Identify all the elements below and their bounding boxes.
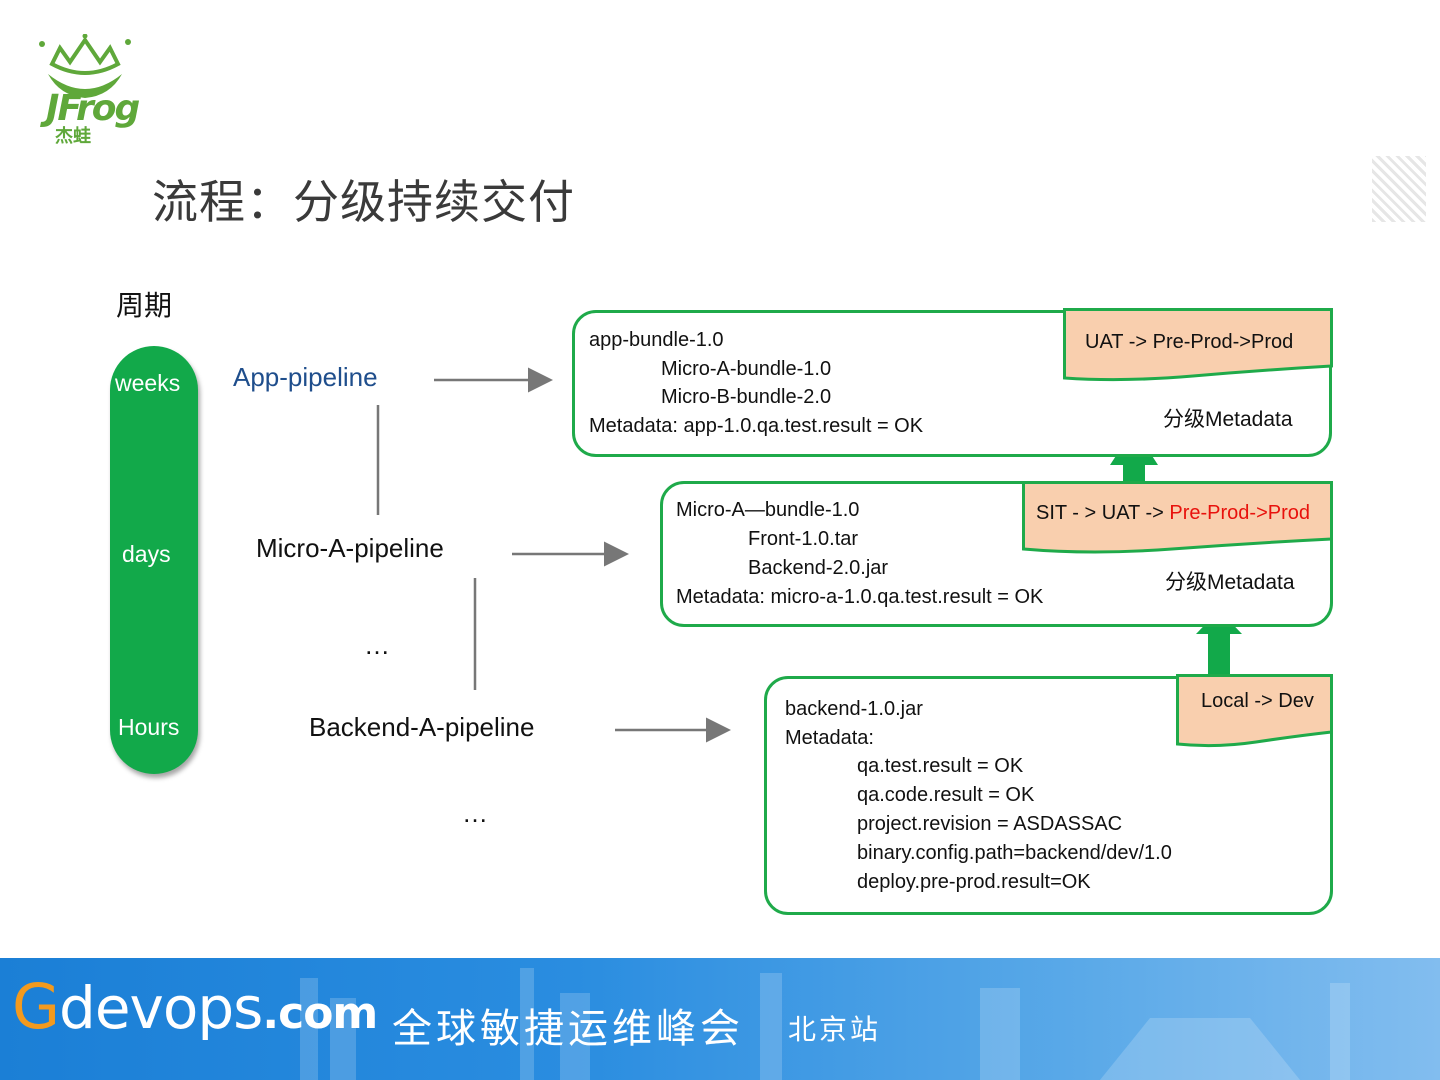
backend-stage-tag: Local -> Dev (1201, 690, 1314, 712)
footer-tagline: 全球敏捷运维峰会 (392, 1006, 744, 1052)
logo-subtitle: 杰蛙 (55, 126, 91, 147)
micro-pipeline-label: Micro-A-pipeline (256, 533, 444, 563)
backend-line-3: qa.code.result = OK (857, 784, 1035, 806)
cycle-label: 周期 (116, 289, 173, 322)
cadence-days: days (122, 541, 171, 567)
micro-line-1: Front-1.0.tar (748, 528, 859, 550)
footer-city: 北京站 (788, 1013, 882, 1046)
backend-line-1: Metadata: (785, 727, 874, 749)
backend-line-0: backend-1.0.jar (785, 698, 923, 720)
micro-stage-tag-highlight: Pre-Prod->Prod (1169, 502, 1310, 524)
cadence-weeks: weeks (115, 370, 181, 396)
micro-line-0: Micro-A—bundle-1.0 (676, 499, 860, 521)
micro-meta-label: 分级Metadata (1165, 571, 1295, 594)
app-pipeline-label: App-pipeline (233, 362, 378, 392)
footer-logo-g: G (12, 970, 60, 1043)
slide-title: 流程：分级持续交付 (152, 175, 575, 229)
cadence-bar (110, 346, 198, 774)
app-stage-tag-shape (1063, 308, 1333, 382)
footer-logo-tld: .com (262, 988, 378, 1039)
app-line-3: Metadata: app-1.0.qa.test.result = OK (589, 415, 924, 437)
micro-line-3: Metadata: micro-a-1.0.qa.test.result = O… (676, 586, 1044, 608)
micro-line-2: Backend-2.0.jar (748, 557, 889, 579)
jfrog-logo (39, 34, 131, 98)
app-line-0: app-bundle-1.0 (589, 329, 724, 351)
footer-banner: Gdevops.com 全球敏捷运维峰会 北京站 (0, 958, 1440, 1080)
app-stage-tag: UAT -> Pre-Prod->Prod (1085, 331, 1294, 353)
micro-stage-tag: SIT - > UAT -> Pre-Prod->Prod (1036, 502, 1310, 525)
app-line-2: Micro-B-bundle-2.0 (661, 386, 832, 408)
ellipsis-1: … (364, 630, 390, 660)
micro-stage-tag-prefix: SIT - > UAT -> (1036, 502, 1170, 524)
backend-stage-tag-shape (1176, 674, 1333, 748)
backend-pipeline-label: Backend-A-pipeline (309, 712, 535, 742)
micro-stage-tag-shape (1022, 481, 1333, 554)
backend-line-5: binary.config.path=backend/dev/1.0 (857, 842, 1172, 864)
qr-watermark (1372, 156, 1426, 222)
app-line-1: Micro-A-bundle-1.0 (661, 358, 832, 380)
ellipsis-2: … (462, 798, 488, 828)
backend-line-4: project.revision = ASDASSAC (857, 813, 1123, 835)
footer-logo-brand: devops (59, 974, 263, 1042)
backend-line-6: deploy.pre-prod.result=OK (857, 871, 1091, 893)
backend-line-2: qa.test.result = OK (857, 755, 1024, 777)
footer-logo: Gdevops.com (12, 970, 378, 1043)
logo-brand: JFrog (46, 88, 140, 129)
city-skyline (300, 968, 1350, 1080)
app-meta-label: 分级Metadata (1163, 408, 1293, 431)
cadence-hours: Hours (118, 714, 180, 740)
